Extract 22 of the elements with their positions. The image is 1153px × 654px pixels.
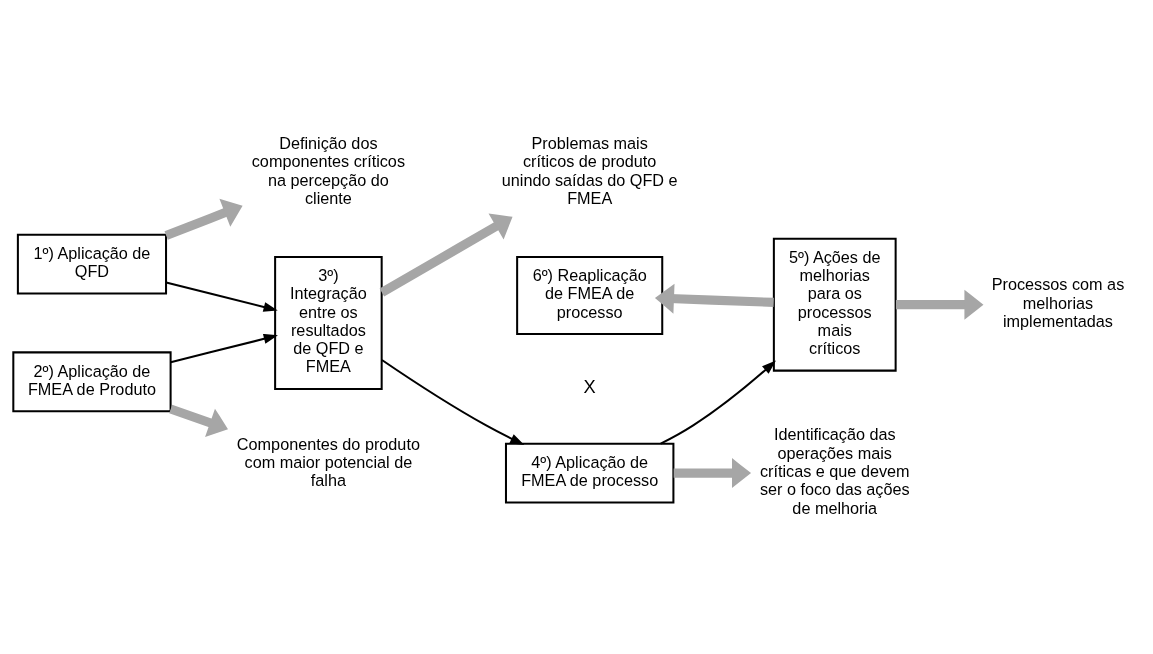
arrow	[381, 358, 525, 445]
node-box: 4º) Aplicação de FMEA de processo	[504, 442, 675, 504]
arrow	[895, 289, 984, 320]
node-box: 6º) Reaplicação de FMEA de processo	[516, 255, 664, 335]
arrow	[165, 280, 278, 312]
node-box: 5º) Ações de melhorias para os processos mais críticos	[772, 237, 897, 372]
node-text: Definição dos componentes críticos na percepção do cliente	[251, 133, 406, 207]
node-text: Processos com as melhorias implementadas	[991, 274, 1125, 330]
node-text: Componentes do produto com maior potencial de falha	[236, 434, 420, 489]
arrow	[164, 198, 243, 240]
node-box: 2º) Aplicação de FMEA de Produto	[12, 350, 172, 412]
arrow	[654, 283, 774, 314]
arrow	[660, 360, 776, 445]
arrow	[673, 457, 752, 488]
label: X	[583, 375, 596, 397]
arrow	[379, 212, 513, 296]
node-box: 1º) Aplicação de QFD	[16, 233, 168, 295]
node-box: 3º) Integração entre os resultados de QFD e FMEA	[274, 255, 383, 390]
arrow	[170, 333, 278, 363]
node-text: Identificação das operações mais críticas e que devem ser o foco das ações de melhoria	[759, 424, 910, 516]
arrow	[169, 404, 228, 437]
node-text: Problemas mais críticos de produto unindo saídas do QFD e FMEA	[501, 133, 678, 207]
